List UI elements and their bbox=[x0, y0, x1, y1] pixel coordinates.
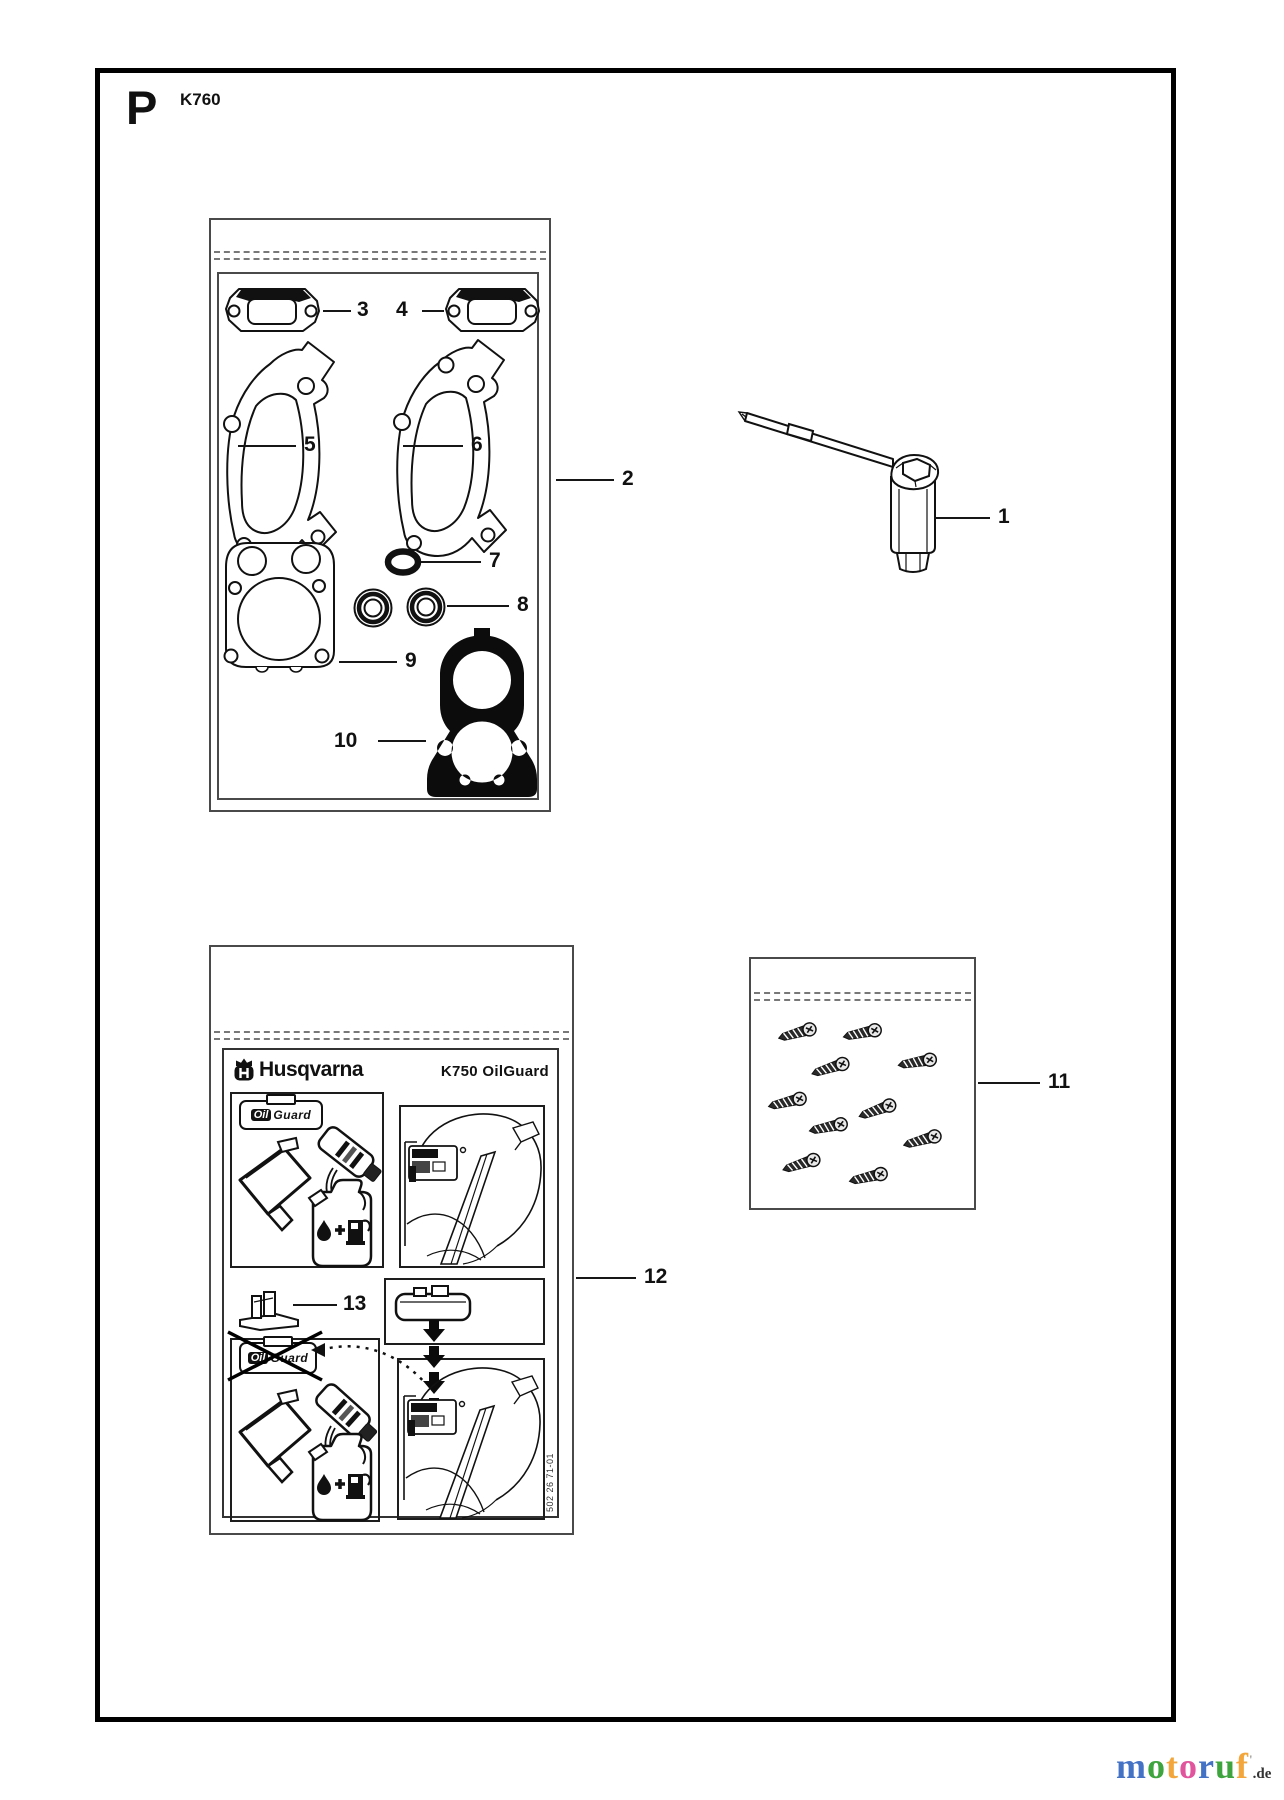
callout-9: 9 bbox=[405, 649, 417, 672]
callout-1: 1 bbox=[998, 505, 1010, 528]
callout-10: 10 bbox=[334, 729, 358, 752]
callout-2: 2 bbox=[622, 467, 634, 490]
sheet-title: K750 OilGuard bbox=[440, 1063, 549, 1080]
watermark-letter: u bbox=[1214, 1746, 1237, 1786]
leader-line-2 bbox=[556, 479, 614, 481]
callout-11: 11 bbox=[1048, 1070, 1071, 1093]
gasket-kit-bag bbox=[209, 218, 551, 812]
watermark-mark: ' bbox=[1249, 1752, 1253, 1767]
watermark-letter: o bbox=[1147, 1746, 1166, 1786]
leader-line-3 bbox=[323, 310, 351, 312]
leader-line-7 bbox=[421, 561, 481, 563]
leader-line-9 bbox=[339, 661, 397, 663]
leader-line-5 bbox=[238, 445, 296, 447]
oilguard-label-tab bbox=[263, 1336, 293, 1347]
callout-6: 6 bbox=[471, 433, 483, 456]
husqvarna-logo: Husqvarna bbox=[232, 1058, 364, 1082]
page-border bbox=[95, 68, 1176, 1722]
bag-inner-frame bbox=[217, 272, 539, 800]
watermark-letter: f bbox=[1236, 1746, 1250, 1786]
watermark-letter: o bbox=[1179, 1746, 1198, 1786]
model-label: K760 bbox=[180, 90, 221, 109]
sheet-part-number: 502 26 71-01 bbox=[545, 1452, 555, 1512]
husqvarna-crown-icon bbox=[234, 1058, 254, 1081]
oilguard-label-tab bbox=[266, 1094, 296, 1105]
section-letter: P bbox=[126, 81, 158, 134]
bag-tear-line bbox=[754, 992, 971, 1001]
callout-4: 4 bbox=[396, 298, 408, 321]
leader-line-8 bbox=[447, 605, 509, 607]
watermark-letter: t bbox=[1166, 1746, 1179, 1786]
panel-machine-fill bbox=[397, 1358, 545, 1520]
panel-machine-with-oilguard bbox=[399, 1105, 545, 1268]
callout-8: 8 bbox=[517, 593, 529, 616]
callout-5: 5 bbox=[304, 433, 316, 456]
leader-line-4 bbox=[422, 310, 444, 312]
leader-line-12 bbox=[576, 1277, 636, 1279]
callout-7: 7 bbox=[489, 549, 501, 572]
watermark-letter: r bbox=[1198, 1746, 1215, 1786]
leader-line-11 bbox=[978, 1082, 1040, 1084]
leader-line-13 bbox=[293, 1304, 337, 1306]
bag-tear-line bbox=[214, 1031, 569, 1040]
leader-line-10 bbox=[378, 740, 426, 742]
leader-line-6 bbox=[403, 445, 463, 447]
leader-line-1 bbox=[934, 517, 990, 519]
bag-tear-line bbox=[214, 251, 546, 260]
watermark-suffix: .de bbox=[1252, 1766, 1272, 1782]
panel-cap-install bbox=[384, 1278, 545, 1345]
motoruf-watermark[interactable]: motoruf'.de bbox=[1116, 1748, 1271, 1784]
callout-12: 12 bbox=[644, 1265, 668, 1288]
callout-13: 13 bbox=[343, 1292, 367, 1315]
screws-bag bbox=[749, 957, 976, 1210]
brand-wordmark: Husqvarna bbox=[259, 1058, 364, 1081]
watermark-letter: m bbox=[1116, 1746, 1147, 1786]
callout-3: 3 bbox=[357, 298, 369, 321]
